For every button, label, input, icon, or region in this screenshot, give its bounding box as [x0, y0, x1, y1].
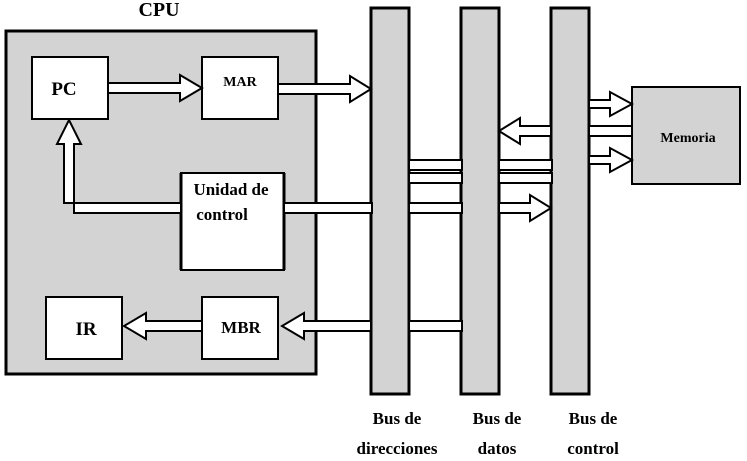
arrow-control-unit-to-control-bus [283, 193, 553, 223]
bus-control [549, 6, 591, 396]
memory-box [631, 86, 741, 185]
pc-register [31, 56, 109, 120]
cpu-title: CPU [138, 0, 179, 21]
arrow-mbr-to-ir [122, 311, 203, 341]
bus-direcciones [369, 6, 411, 396]
control-unit-line1: Unidad de [193, 180, 269, 199]
ir-label: IR [75, 319, 96, 340]
arrow-mar-to-bus [277, 74, 373, 104]
arrow-control-to-pc [55, 117, 182, 214]
bus-datos-label-2: datos [478, 439, 517, 458]
memory-label: Memoria [660, 131, 715, 146]
arrows-control-bus-memory [497, 90, 635, 174]
bus-control-label-1: Bus de [569, 409, 618, 428]
pc-label: PC [51, 79, 76, 100]
control-unit-box [180, 172, 285, 271]
bus-datos-label-1: Bus de [473, 409, 522, 428]
ir-register [45, 296, 123, 360]
arrow-data-bus-to-mbr [280, 311, 463, 341]
mbr-label: MBR [221, 318, 261, 337]
mar-label: MAR [223, 75, 257, 90]
control-unit-line2: control [196, 205, 248, 224]
bus-direcciones-label-1: Bus de [373, 409, 422, 428]
bus-direcciones-label-2: direcciones [357, 439, 438, 458]
bus-control-label-2: control [567, 439, 619, 458]
bus-datos [459, 6, 501, 396]
arrow-pc-to-mar [107, 73, 204, 103]
bus-interconnect-lines [408, 159, 553, 184]
